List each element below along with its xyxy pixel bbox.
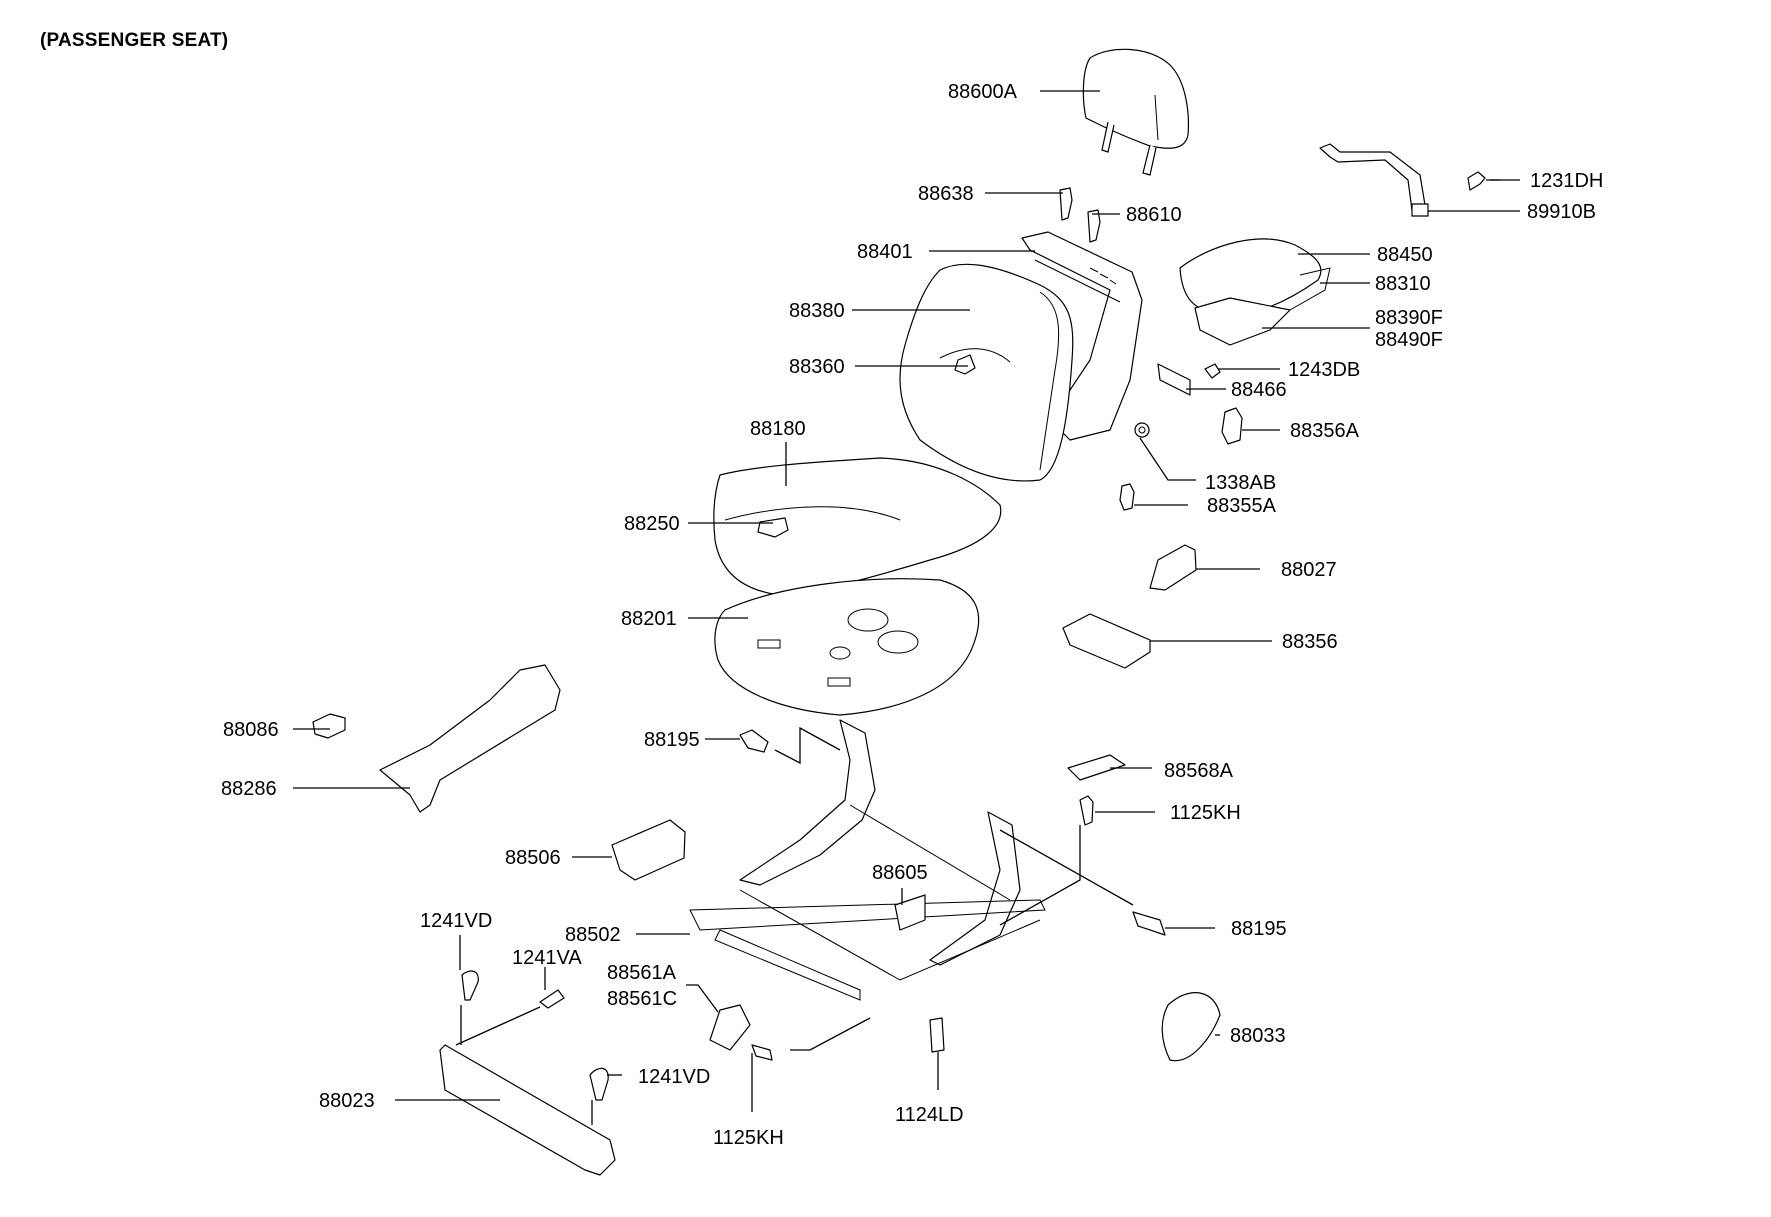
front-trim-drawing: [439, 1004, 751, 1176]
part-label-88356[interactable]: 88356: [1282, 631, 1338, 653]
part-label-88086[interactable]: 88086: [223, 719, 279, 741]
motor-module-drawing: [611, 819, 686, 881]
side-shield-drawing: [312, 664, 561, 813]
part-label-88568A[interactable]: 88568A: [1164, 760, 1233, 782]
part-label-88023[interactable]: 88023: [319, 1090, 375, 1112]
part-label-1241VD-right[interactable]: 1241VD: [638, 1066, 711, 1088]
headrest-guide-drawing: [1059, 187, 1101, 243]
part-label-88360[interactable]: 88360: [789, 356, 845, 378]
part-label-89910B[interactable]: 89910B: [1527, 201, 1596, 223]
part-label-88355A[interactable]: 88355A: [1207, 495, 1276, 517]
part-label-88380[interactable]: 88380: [789, 300, 845, 322]
part-label-88356A[interactable]: 88356A: [1290, 420, 1359, 442]
fasteners-drawing: [461, 729, 1166, 1101]
part-label-88250[interactable]: 88250: [624, 513, 680, 535]
cushion-cover-drawing: [713, 457, 1002, 596]
part-label-88466[interactable]: 88466: [1231, 379, 1287, 401]
cushion-pad-drawing: [714, 578, 980, 716]
back-cover-drawing: [899, 263, 1074, 482]
part-label-88310[interactable]: 88310: [1375, 273, 1431, 295]
part-label-1125KH-bottom[interactable]: 1125KH: [713, 1127, 784, 1149]
part-label-1243DB[interactable]: 1243DB: [1288, 359, 1361, 381]
part-label-1338AB[interactable]: 1338AB: [1205, 472, 1277, 494]
part-label-88195-upper[interactable]: 88195: [644, 729, 700, 751]
part-label-88610[interactable]: 88610: [1126, 204, 1182, 226]
armrest-drawing: [1062, 143, 1486, 669]
part-label-88561A[interactable]: 88561A: [607, 962, 676, 984]
diagram-title: (PASSENGER SEAT): [40, 30, 229, 51]
part-label-1241VD-left[interactable]: 1241VD: [420, 910, 493, 932]
part-label-1231DH[interactable]: 1231DH: [1530, 170, 1604, 192]
part-label-88286[interactable]: 88286: [221, 778, 277, 800]
part-label-88638[interactable]: 88638: [918, 183, 974, 205]
part-label-88180[interactable]: 88180: [750, 418, 806, 440]
part-label-88195-right[interactable]: 88195: [1231, 918, 1287, 940]
leader-lines: [293, 90, 1520, 1125]
part-label-1125KH-right[interactable]: 1125KH: [1170, 802, 1241, 824]
part-label-88605[interactable]: 88605: [872, 862, 928, 884]
seat-track-drawing: [689, 719, 1221, 1062]
part-label-88390F[interactable]: 88390F: [1375, 307, 1443, 329]
part-label-88450[interactable]: 88450: [1377, 244, 1433, 266]
part-label-88502[interactable]: 88502: [565, 924, 621, 946]
headrest-drawing: [1082, 48, 1190, 176]
part-label-88027[interactable]: 88027: [1281, 559, 1337, 581]
part-label-88561C[interactable]: 88561C: [607, 988, 678, 1010]
part-label-1124LD[interactable]: 1124LD: [895, 1104, 964, 1126]
part-label-88490F[interactable]: 88490F: [1375, 329, 1443, 351]
back-frame-drawing: [1021, 231, 1143, 441]
part-label-88033[interactable]: 88033: [1230, 1025, 1286, 1047]
part-label-88201[interactable]: 88201: [621, 608, 677, 630]
part-label-88401[interactable]: 88401: [857, 241, 913, 263]
part-label-88506[interactable]: 88506: [505, 847, 561, 869]
part-label-1241VA[interactable]: 1241VA: [512, 947, 582, 969]
part-label-88600A[interactable]: 88600A: [948, 81, 1017, 103]
